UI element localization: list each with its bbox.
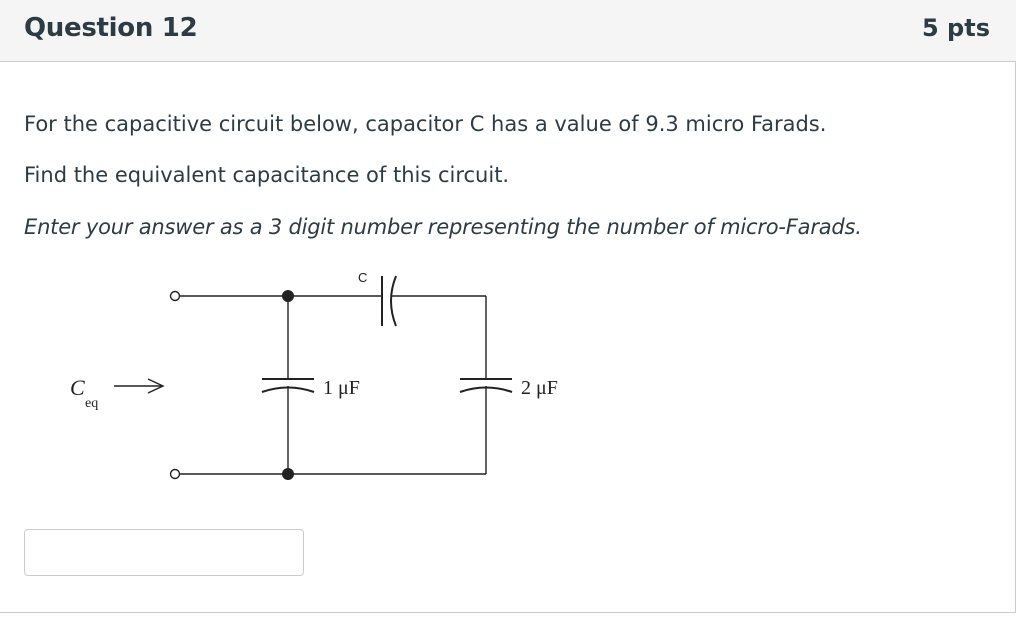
- question-points: 5 pts: [922, 14, 990, 42]
- terminal-bottom: [169, 468, 181, 480]
- circuit-diagram: C 1 μF 2 μF C eq: [70, 270, 558, 480]
- question-header: Question 12 5 pts: [0, 0, 1016, 62]
- ceq-label-sub: eq: [85, 396, 98, 411]
- junction-top: [282, 290, 294, 302]
- question-instructions: Enter your answer as a 3 digit number re…: [24, 215, 862, 239]
- ceq-label-main: C: [70, 375, 85, 400]
- ceq-arrow-head: [147, 378, 165, 394]
- series-cap-plate-curved: [390, 275, 397, 327]
- answer-input[interactable]: [24, 529, 304, 576]
- series-cap-label: C: [358, 270, 367, 285]
- cap1-label: 1 μF: [323, 377, 360, 399]
- question-title: Question 12: [24, 13, 198, 43]
- question-text-line-2: Find the equivalent capacitance of this …: [24, 163, 510, 187]
- question-text-line-1: For the capacitive circuit below, capaci…: [24, 112, 827, 136]
- cap2-label: 2 μF: [521, 377, 558, 399]
- junction-bottom: [282, 468, 294, 480]
- terminal-top: [169, 290, 181, 302]
